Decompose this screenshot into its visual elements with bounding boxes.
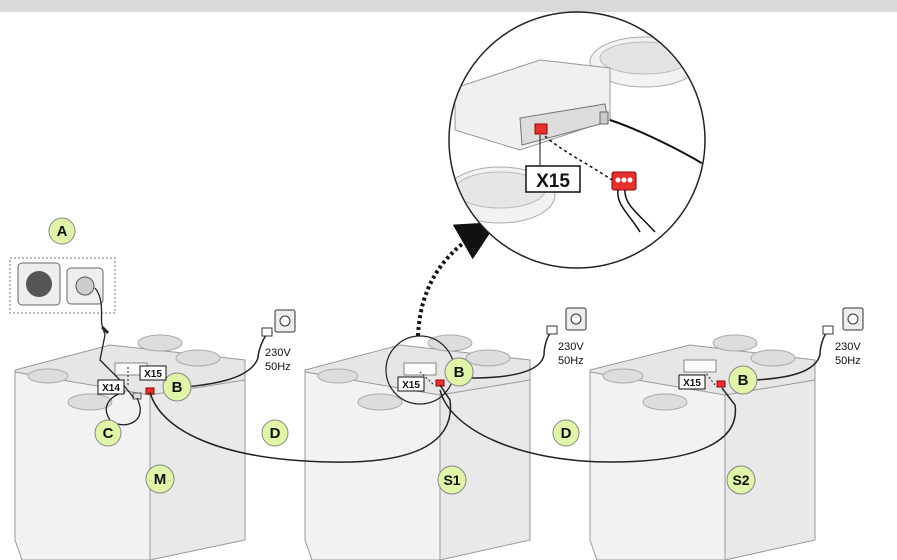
callout-b-s2: B <box>728 365 758 395</box>
svg-text:C: C <box>103 425 114 442</box>
svg-text:B: B <box>454 364 465 381</box>
unit-m <box>14 334 246 560</box>
zoom-detail: X15 <box>448 11 706 269</box>
svg-text:X15: X15 <box>683 378 701 389</box>
callout-m: M <box>145 464 175 494</box>
unit-s1 <box>304 334 531 560</box>
svg-text:B: B <box>172 379 183 396</box>
rotary-knob-icon <box>26 271 52 297</box>
svg-text:A: A <box>57 223 68 240</box>
voltage-label-3: 230V <box>835 341 861 353</box>
svg-text:D: D <box>270 425 281 442</box>
power-socket-2 <box>469 307 587 379</box>
zoom-arrow <box>416 222 498 337</box>
svg-text:S2: S2 <box>732 472 749 488</box>
power-socket-1 <box>174 309 296 389</box>
voltage-label-1: 230V <box>265 347 291 359</box>
label-x15-m: X15 <box>139 365 167 381</box>
x15-connector-s2 <box>716 380 726 388</box>
label-x14: X14 <box>97 379 125 395</box>
frequency-label-3: 50Hz <box>835 355 861 367</box>
callout-b-s1: B <box>444 357 474 387</box>
cable-m-to-s1 <box>149 384 452 463</box>
svg-text:X14: X14 <box>102 383 120 394</box>
voltage-label-2: 230V <box>558 341 584 353</box>
callout-s1: S1 <box>437 465 467 495</box>
callout-s2: S2 <box>726 465 756 495</box>
svg-text:S1: S1 <box>443 472 460 488</box>
cable-s1-to-s2 <box>439 387 737 463</box>
unit-s2 <box>589 334 816 560</box>
frequency-label-1: 50Hz <box>265 361 291 373</box>
label-x15-s2: X15 <box>678 374 706 390</box>
callout-a: A <box>48 217 76 245</box>
label-x15-s1: X15 <box>397 376 425 392</box>
frequency-label-2: 50Hz <box>558 355 584 367</box>
power-socket-3 <box>754 307 864 381</box>
callout-d-2: D <box>552 419 580 447</box>
x15-zoom-label: X15 <box>536 171 570 192</box>
switch-a <box>9 257 135 399</box>
callout-d-1: D <box>261 419 289 447</box>
x15-port-zoom <box>534 123 548 135</box>
callout-c: C <box>94 419 122 447</box>
svg-text:B: B <box>738 372 749 389</box>
callout-b-m: B <box>162 372 192 402</box>
svg-text:X15: X15 <box>402 380 420 391</box>
svg-text:M: M <box>154 471 167 488</box>
svg-text:D: D <box>561 425 572 442</box>
window-top-bar <box>0 0 897 12</box>
red-plug-icon <box>611 171 637 191</box>
svg-text:X15: X15 <box>144 369 162 380</box>
